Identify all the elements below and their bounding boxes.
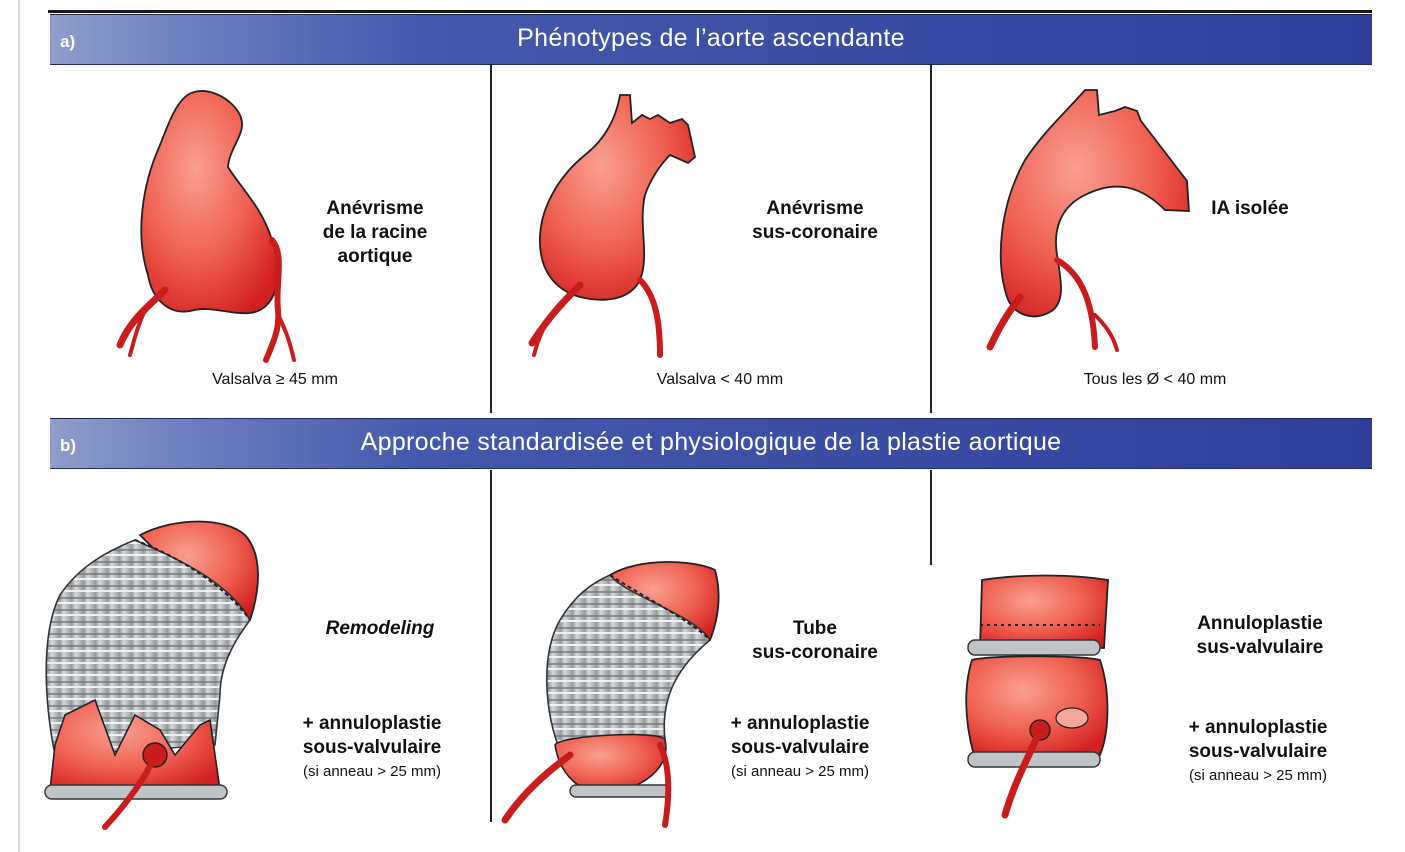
label-supravalvular-line-2: sus-valvulaire	[1160, 636, 1360, 660]
label-remodeling-line-1: Remodeling	[290, 617, 470, 641]
section-a-banner: a) Phénotypes de l’aorte ascendante	[50, 15, 1372, 64]
label-supravalvular-extra: + annuloplastie sous-valvulaire (si anne…	[1158, 716, 1358, 788]
label-root-aneurysm: Anévrisme de la racine aortique	[290, 197, 460, 269]
label-remodeling-extra-line-1: + annuloplastie	[272, 712, 472, 736]
label-supracoronary-tube: Tube sus-coronaire	[725, 617, 905, 665]
label-isolated-ai: IA isolée	[1190, 197, 1310, 221]
label-supracoronary-tube-extra-line-1: + annuloplastie	[700, 712, 900, 736]
label-supravalvular-annuloplasty: Annuloplastie sus-valvulaire	[1160, 612, 1360, 660]
supravalvular-annuloplasty-illustration	[960, 570, 1120, 820]
section-b-banner: b) Approche standardisée et physiologiqu…	[50, 419, 1372, 468]
label-supracoronary-tube-line-1: Tube	[725, 617, 905, 641]
section-b-title: Approche standardisée et physiologique d…	[50, 428, 1372, 457]
divider-b-1	[490, 470, 492, 822]
divider-a-1	[490, 65, 492, 413]
label-supracoronary-tube-line-2: sus-coronaire	[725, 641, 905, 665]
supracoronary-aneurysm-illustration	[510, 85, 730, 360]
label-root-aneurysm-line-3: aortique	[290, 245, 460, 269]
figure-top-rule	[48, 10, 1372, 13]
remodeling-illustration	[35, 515, 295, 830]
divider-a-2	[930, 65, 932, 413]
label-remodeling-extra: + annuloplastie sous-valvulaire (si anne…	[272, 712, 472, 784]
label-remodeling-note: (si anneau > 25 mm)	[272, 760, 472, 784]
page-left-rule	[18, 0, 20, 852]
measure-supracoronary-aneurysm: Valsalva < 40 mm	[600, 371, 840, 389]
label-root-aneurysm-line-2: de la racine	[290, 221, 460, 245]
label-supracoronary-tube-extra-line-2: sous-valvulaire	[700, 736, 900, 760]
label-supravalvular-note: (si anneau > 25 mm)	[1158, 764, 1358, 788]
divider-b-2	[930, 470, 932, 565]
label-root-aneurysm-line-1: Anévrisme	[290, 197, 460, 221]
label-supravalvular-extra-line-1: + annuloplastie	[1158, 716, 1358, 740]
label-supravalvular-extra-line-2: sous-valvulaire	[1158, 740, 1358, 764]
isolated-ai-illustration	[965, 85, 1215, 360]
label-supracoronary-aneurysm: Anévrisme sus-coronaire	[725, 197, 905, 245]
supracoronary-tube-illustration	[500, 545, 740, 830]
label-supravalvular-line-1: Annuloplastie	[1160, 612, 1360, 636]
measure-isolated-ai: Tous les Ø < 40 mm	[1035, 371, 1275, 389]
label-supracoronary-line-2: sus-coronaire	[725, 221, 905, 245]
measure-root-aneurysm: Valsalva ≥ 45 mm	[155, 371, 395, 389]
section-a-title: Phénotypes de l’aorte ascendante	[50, 24, 1372, 53]
label-remodeling-extra-line-2: sous-valvulaire	[272, 736, 472, 760]
label-isolated-ai-line-1: IA isolée	[1190, 197, 1310, 221]
label-supracoronary-tube-note: (si anneau > 25 mm)	[700, 760, 900, 784]
label-remodeling: Remodeling	[290, 617, 470, 641]
label-supracoronary-tube-extra: + annuloplastie sous-valvulaire (si anne…	[700, 712, 900, 784]
root-aneurysm-illustration	[90, 75, 320, 365]
label-supracoronary-line-1: Anévrisme	[725, 197, 905, 221]
